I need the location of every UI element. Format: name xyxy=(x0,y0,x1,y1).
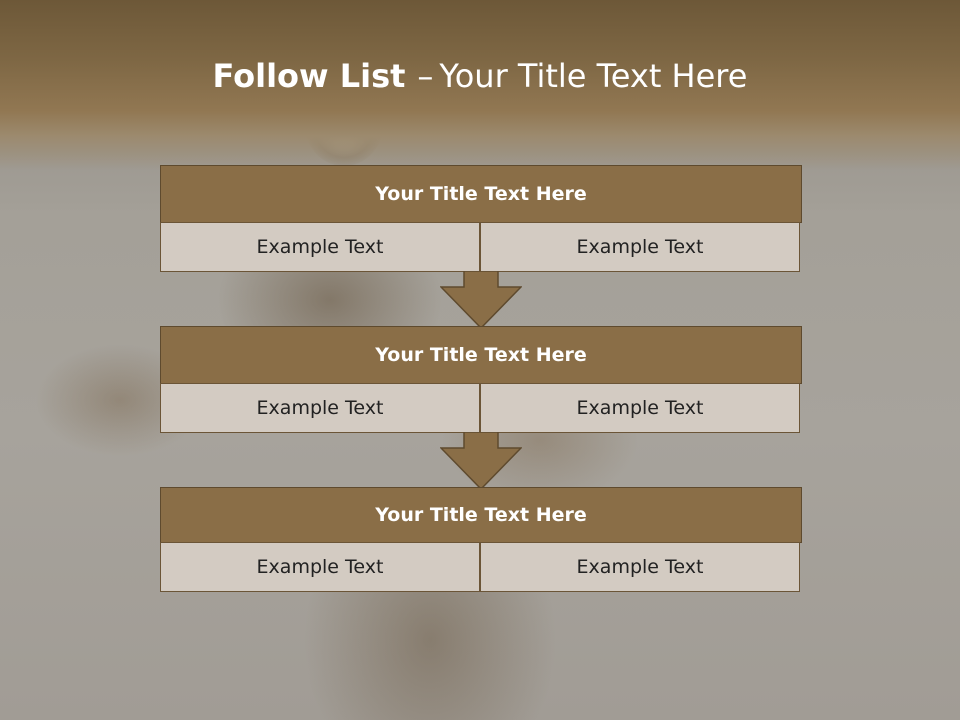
step-right-text: Example Text xyxy=(480,222,800,272)
step-heading: Your Title Text Here xyxy=(160,487,802,543)
step-right-text: Example Text xyxy=(480,542,800,592)
step-right-text: Example Text xyxy=(480,383,800,433)
title-bold-part: Follow List xyxy=(212,57,406,95)
step-heading: Your Title Text Here xyxy=(160,326,802,384)
step-block-1: Your Title Text Here Example Text Exampl… xyxy=(160,165,802,272)
step-block-3: Your Title Text Here Example Text Exampl… xyxy=(160,487,802,593)
step-heading: Your Title Text Here xyxy=(160,165,802,223)
step-left-text: Example Text xyxy=(160,222,480,272)
step-block-2: Your Title Text Here Example Text Exampl… xyxy=(160,326,802,433)
slide-title: Follow List–Your Title Text Here xyxy=(0,54,960,98)
down-arrow-icon xyxy=(440,432,522,490)
title-separator: – xyxy=(417,57,434,95)
title-rest-part: Your Title Text Here xyxy=(439,57,748,95)
down-arrow-icon xyxy=(440,271,522,329)
step-left-text: Example Text xyxy=(160,542,480,592)
step-left-text: Example Text xyxy=(160,383,480,433)
title-band xyxy=(0,0,960,170)
